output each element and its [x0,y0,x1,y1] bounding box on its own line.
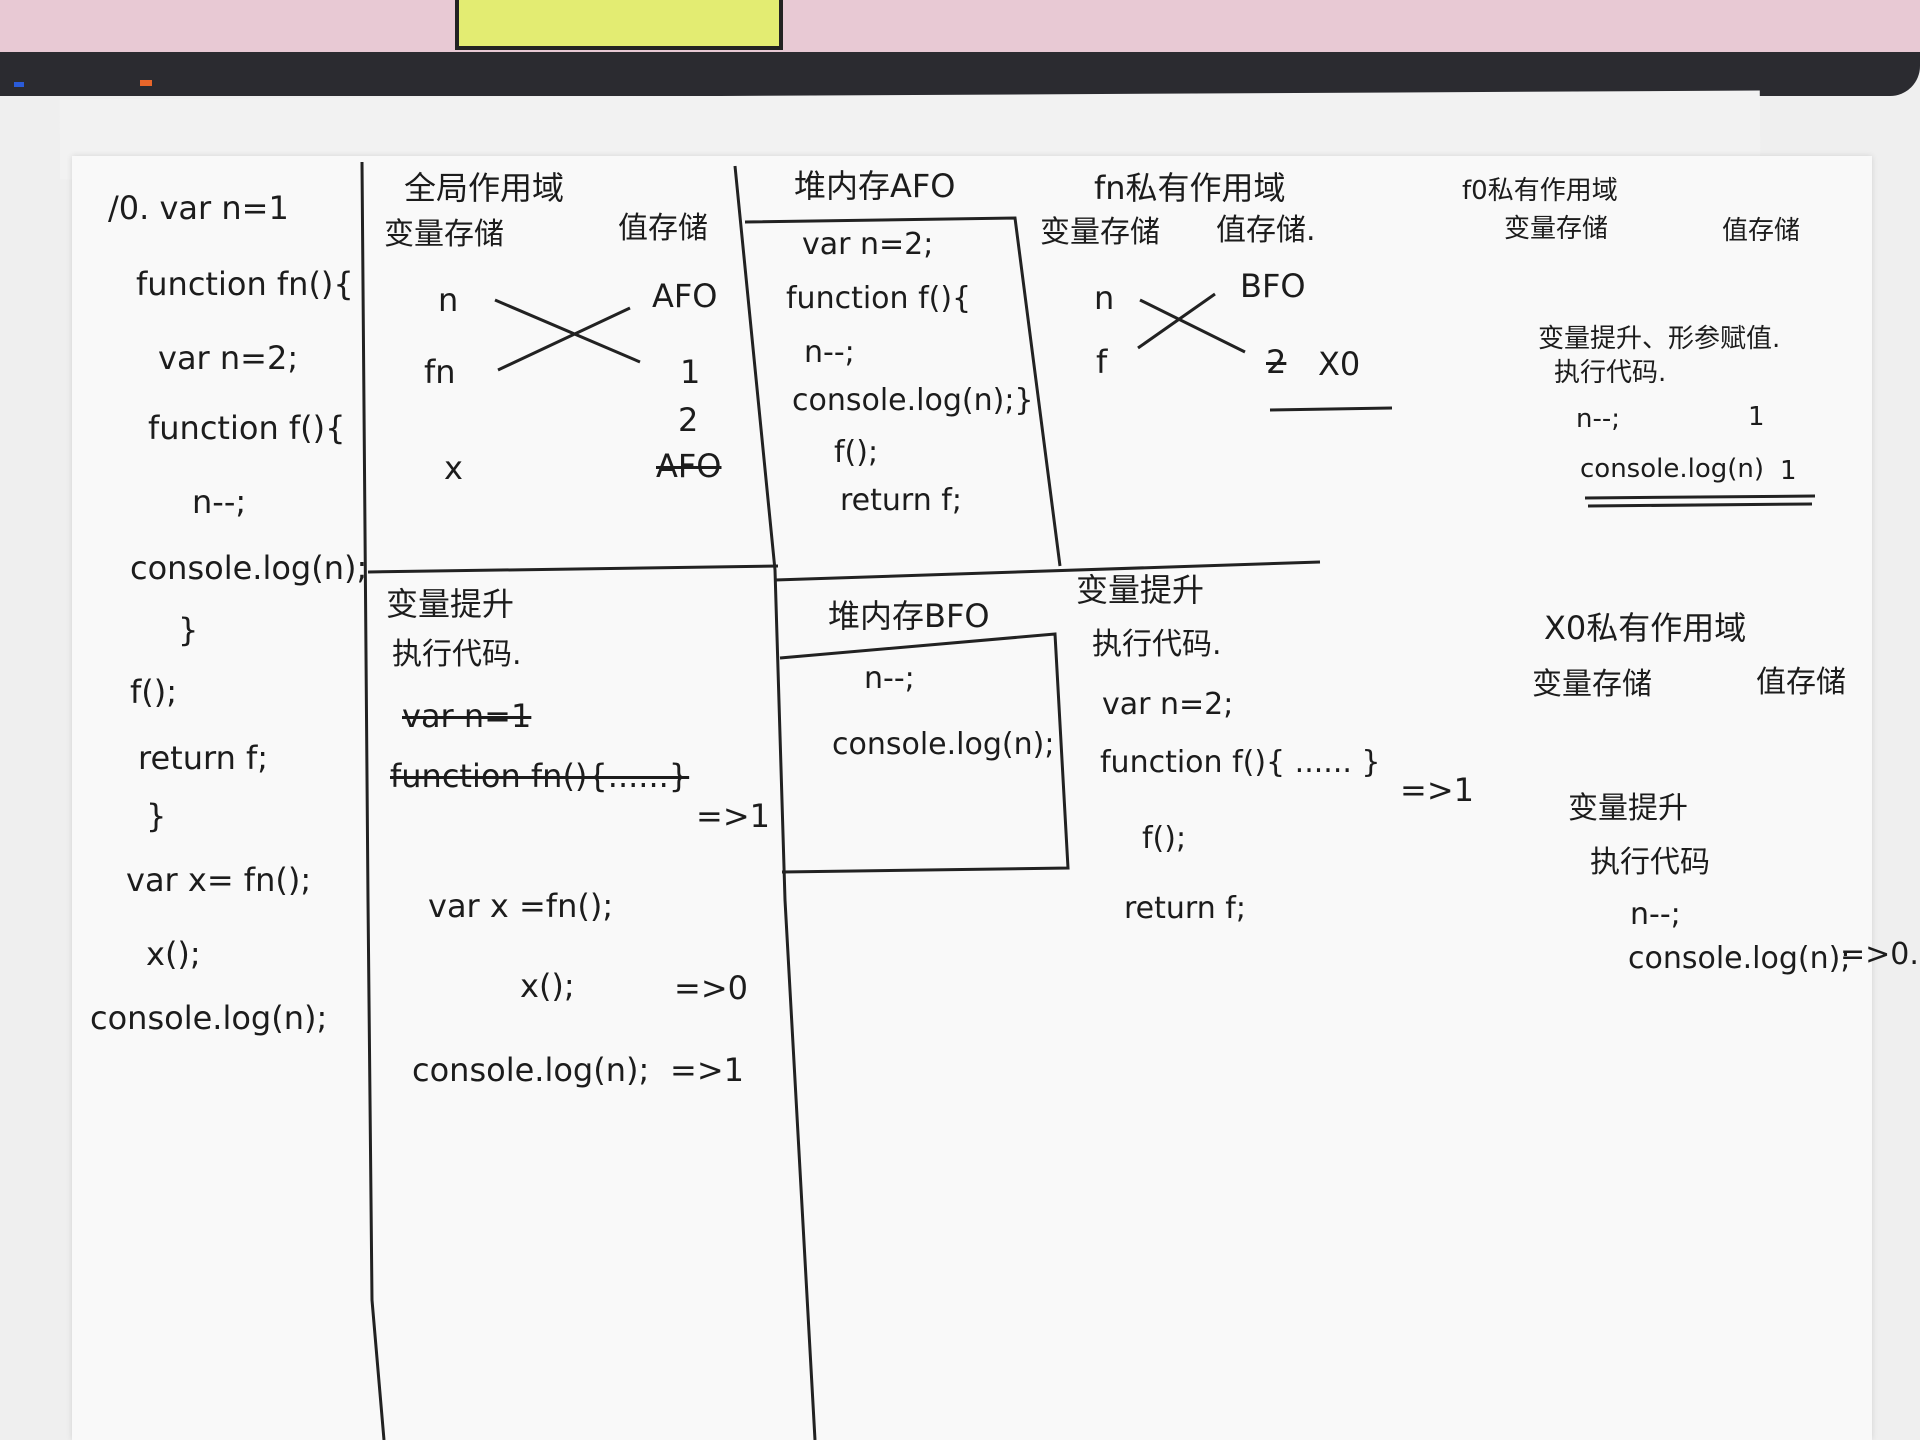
x-exec-label: 执行代码 [1590,845,1710,880]
global-exec-result: =>0 [674,969,748,1007]
global-hoist-result: =>1 [696,797,770,835]
global-val-store-label: 值存储 [618,211,708,246]
code-line: var x= fn(); [126,861,312,899]
fn-scope-title: fn私有作用域 [1094,169,1286,207]
code-line: f(); [130,673,178,711]
fn-cross [1137,292,1246,354]
code-line: } [178,611,199,649]
code-line: function f(){ [148,409,346,447]
heap-afo-line: return f; [840,483,962,518]
x-val-store-label: 值存储 [1756,665,1846,700]
x-hoist-label: 变量提升 [1568,791,1688,826]
x-line-console: console.log(n); [1628,941,1851,976]
global-exec-result: =>1 [670,1051,744,1089]
x-result: =>0. [1840,937,1919,972]
code-line: var n=2; [158,339,299,377]
global-exec-label: 执行代码. [392,637,522,672]
global-exec-line: console.log(n); [412,1051,650,1089]
code-line: console.log(n); [90,999,328,1037]
code-line: console.log(n); [130,549,368,587]
f-var-store-label: 变量存储 [1504,214,1609,244]
f-line-console-val: 1 [1780,456,1797,486]
global-exec-line: x(); [520,967,575,1005]
global-val-afo-struck: AFO [656,447,722,485]
code-line: } [146,797,167,835]
f-line-ndec-val: 1 [1748,402,1765,432]
f-exec-note: 执行代码. [1554,358,1667,388]
global-var-store-label: 变量存储 [384,217,504,252]
global-hoist-line: var n=1 [402,697,532,735]
global-cross [494,298,641,372]
heap-bfo-line: console.log(n); [832,727,1055,762]
heap-bfo-box [779,632,1070,874]
heap-afo-line: var n=2; [802,227,934,262]
divider-fn-horizontal [774,560,1321,582]
fn-exec-label: 执行代码. [1092,627,1222,662]
global-var-n: n [438,281,459,319]
fn-exec-line: return f; [1124,891,1246,926]
heap-afo-line: n--; [804,335,855,370]
laptop-bezel [0,52,1920,96]
global-var-x: x [444,449,463,487]
code-line: x(); [146,935,201,973]
global-exec-line: var x =fn(); [428,887,614,925]
global-hoist-label: 变量提升 [386,585,515,623]
fn-underline [1269,406,1393,412]
fn-exec-result: =>1 [1400,771,1474,809]
led-blue [14,82,24,87]
divider-global-horizontal [367,564,779,574]
heap-bfo-title: 堆内存BFO [828,597,990,635]
f-val-store-label: 值存储 [1722,216,1801,246]
global-scope-title: 全局作用域 [404,169,565,207]
sticky-note [455,0,783,50]
fn-exec-line: var n=2; [1102,687,1234,722]
fn-val-x0: X0 [1318,345,1361,383]
f-scope-title: f0私有作用域 [1462,176,1618,206]
fn-val-bfo: BFO [1240,267,1306,305]
heap-afo-line: console.log(n);} [792,383,1034,418]
fn-hoist-label: 变量提升 [1076,571,1205,609]
code-line: /0. var n=1 [108,189,289,227]
led-orange [140,80,152,86]
heap-afo-line: function f(){ [786,281,972,316]
x-var-store-label: 变量存储 [1532,667,1652,702]
fn-val-2: 2 [1266,343,1287,381]
heap-afo-box [744,216,1062,567]
fn-val-store-label: 值存储. [1216,213,1316,248]
fn-var-store-label: 变量存储 [1040,215,1160,250]
global-val-1: 1 [680,353,701,391]
code-line: return f; [138,739,269,777]
f-line-ndec: n--; [1576,404,1621,434]
fn-var-n: n [1094,279,1115,317]
global-val-afo: AFO [652,277,718,315]
x-line-ndec: n--; [1630,897,1681,932]
fn-var-f: f [1096,343,1108,381]
f-hoist-note: 变量提升、形参赋值. [1538,324,1781,354]
global-hoist-line: function fn(){......} [390,757,690,795]
heap-afo-title: 堆内存AFO [794,167,956,205]
f-underline [1584,494,1816,508]
divider-middle [733,165,817,1440]
heap-bfo-line: n--; [864,661,915,696]
f-line-console: console.log(n) [1580,454,1765,484]
global-var-fn: fn [424,353,456,391]
code-line: function fn(){ [136,265,354,303]
fn-exec-line: f(); [1142,821,1187,856]
global-val-2: 2 [678,401,699,439]
code-line: n--; [192,483,247,521]
divider-left [360,161,386,1440]
fn-exec-line: function f(){ ...... } [1100,745,1381,780]
x-scope-title: X0私有作用域 [1544,609,1747,647]
heap-afo-line: f(); [834,435,879,470]
